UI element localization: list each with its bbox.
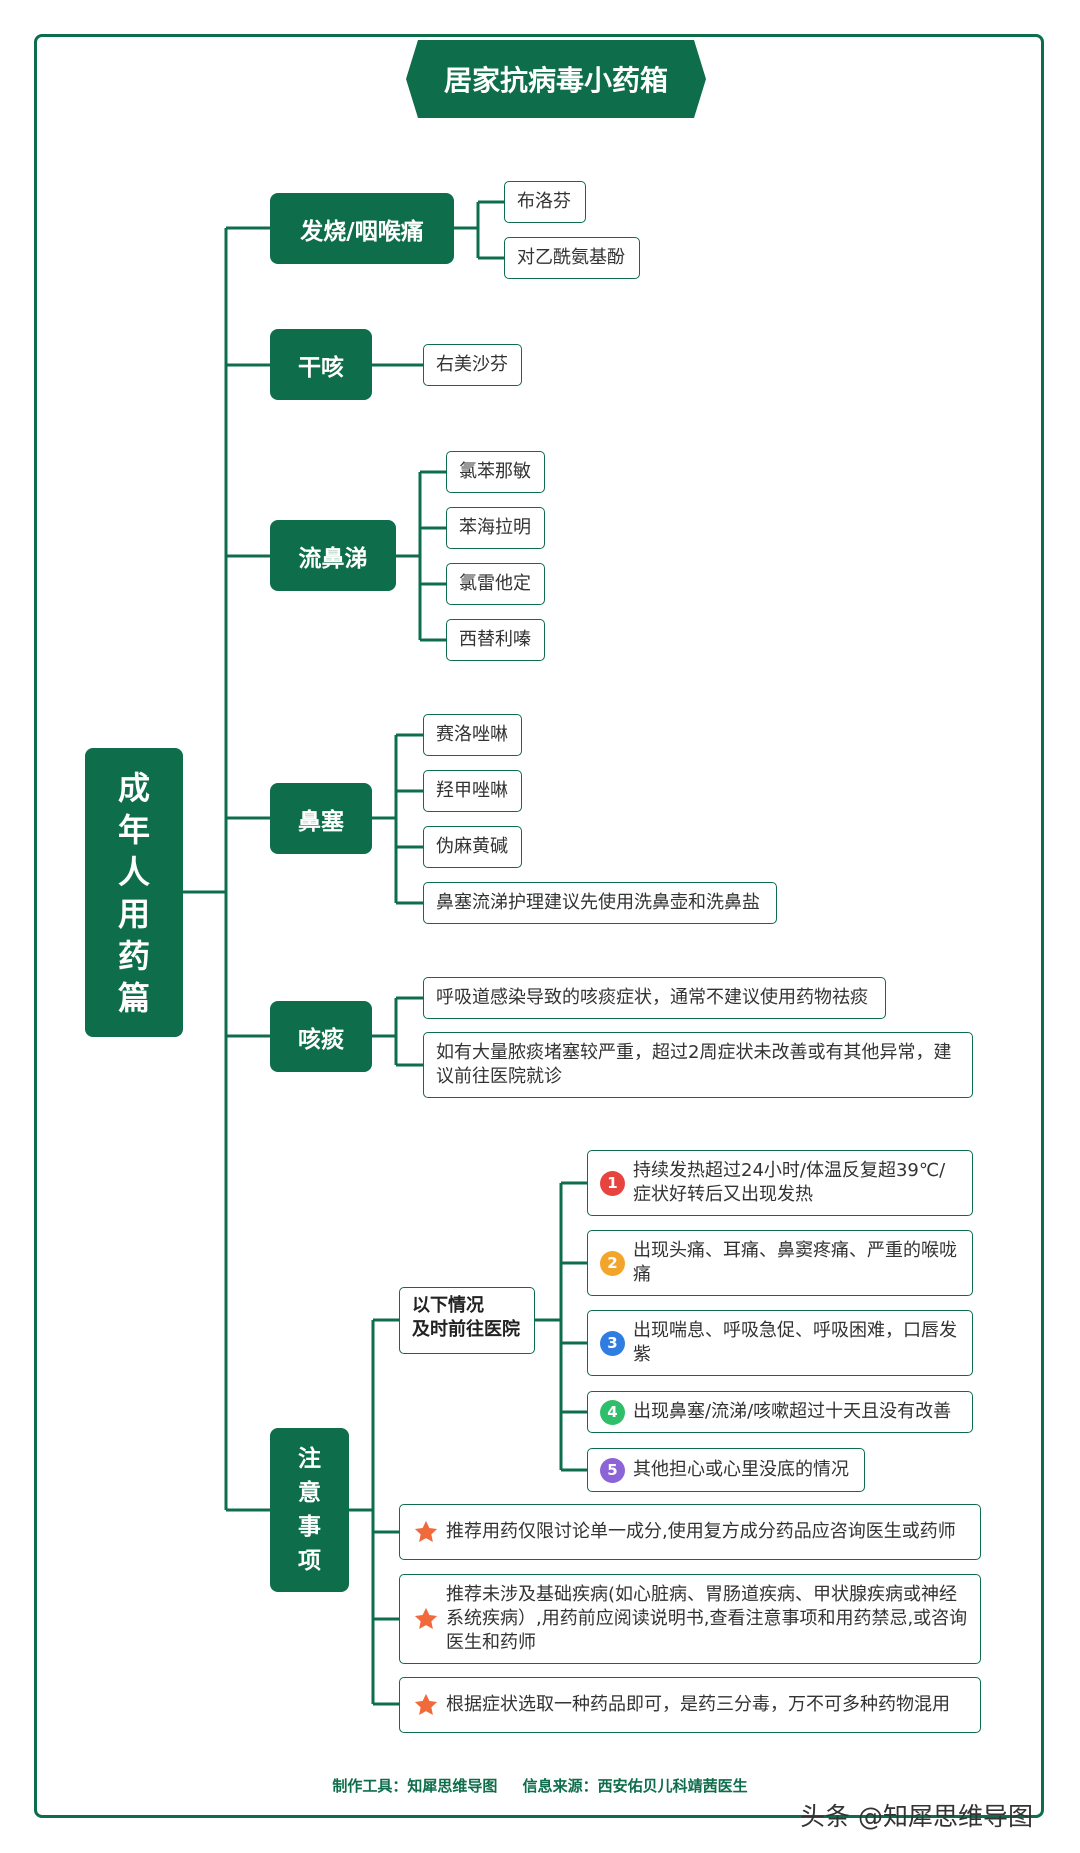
category-notes: 注意事项 (270, 1428, 349, 1592)
tip-3: 根据症状选取一种药品即可，是药三分毒，万不可多种药物混用 (399, 1677, 981, 1733)
hospital-item-1-text: 持续发热超过24小时/体温反复超39℃/症状好转后又出现发热 (633, 1160, 946, 1205)
category-phlegm: 咳痰 (270, 1001, 372, 1072)
root-label: 成年人用药篇 (117, 768, 150, 1017)
hospital-subnode-line1: 以下情况 (412, 1295, 484, 1316)
leaf-acetaminophen: 对乙酰氨基酚 (504, 237, 640, 279)
category-fever: 发烧/咽喉痛 (270, 193, 454, 264)
footer-tool: 制作工具：知犀思维导图 (332, 1777, 498, 1795)
category-nasal-congestion: 鼻塞 (270, 783, 372, 854)
page-frame (34, 34, 1044, 1818)
leaf-xylometazoline: 赛洛唑啉 (423, 714, 522, 756)
leaf-cetirizine: 西替利嗪 (446, 619, 545, 661)
category-notes-label: 注意事项 (298, 1446, 321, 1574)
hospital-item-3-text: 出现喘息、呼吸急促、呼吸困难，口唇发紫 (633, 1320, 957, 1365)
tip-2-text: 推荐未涉及基础疾病(如心脏病、胃肠道疾病、甲状腺疾病或神经系统疾病）,用药前应阅… (446, 1584, 968, 1653)
page-title: 居家抗病毒小药箱 (406, 40, 706, 118)
leaf-loratadine: 氯雷他定 (446, 563, 545, 605)
number-5-icon: 5 (600, 1457, 625, 1483)
star-icon (414, 1607, 438, 1630)
number-1-icon: 1 (600, 1170, 625, 1196)
tip-1: 推荐用药仅限讨论单一成分,使用复方成分药品应咨询医生或药师 (399, 1504, 981, 1560)
tip-2: 推荐未涉及基础疾病(如心脏病、胃肠道疾病、甲状腺疾病或神经系统疾病）,用药前应阅… (399, 1574, 981, 1664)
leaf-pseudoephedrine: 伪麻黄碱 (423, 826, 522, 868)
hospital-item-5-text: 其他担心或心里没底的情况 (633, 1459, 849, 1480)
hospital-item-2-text: 出现头痛、耳痛、鼻窦疼痛、严重的喉咙痛 (633, 1240, 957, 1285)
leaf-nasal-care-tip: 鼻塞流涕护理建议先使用洗鼻壶和洗鼻盐 (423, 882, 777, 924)
leaf-oxymetazoline: 羟甲唑啉 (423, 770, 522, 812)
star-icon (414, 1520, 438, 1543)
tip-3-text: 根据症状选取一种药品即可，是药三分毒，万不可多种药物混用 (446, 1694, 950, 1715)
footer: 制作工具：知犀思维导图 信息来源：西安佑贝儿科靖茜医生 (0, 1775, 1080, 1796)
number-4-icon: 4 (600, 1399, 625, 1425)
hospital-item-3: 3 出现喘息、呼吸急促、呼吸困难，口唇发紫 (587, 1310, 973, 1376)
category-dry-cough: 干咳 (270, 329, 372, 400)
leaf-chlorpheniramine: 氯苯那敏 (446, 451, 545, 493)
hospital-subnode-line2: 及时前往医院 (412, 1319, 520, 1340)
leaf-diphenhydramine: 苯海拉明 (446, 507, 545, 549)
number-2-icon: 2 (600, 1250, 625, 1276)
hospital-subnode: 以下情况 及时前往医院 (399, 1287, 535, 1354)
hospital-item-4-text: 出现鼻塞/流涕/咳嗽超过十天且没有改善 (633, 1401, 952, 1422)
watermark: 头条 @知犀思维导图 (800, 1802, 1033, 1831)
number-3-icon: 3 (600, 1330, 625, 1356)
leaf-dextromethorphan: 右美沙芬 (423, 344, 522, 386)
hospital-item-4: 4 出现鼻塞/流涕/咳嗽超过十天且没有改善 (587, 1391, 973, 1433)
hospital-item-5: 5 其他担心或心里没底的情况 (587, 1448, 865, 1492)
category-runny-nose: 流鼻涕 (270, 520, 396, 591)
tip-1-text: 推荐用药仅限讨论单一成分,使用复方成分药品应咨询医生或药师 (446, 1521, 956, 1542)
leaf-ibuprofen: 布洛芬 (504, 181, 586, 223)
leaf-phlegm-note: 呼吸道感染导致的咳痰症状，通常不建议使用药物祛痰 (423, 977, 886, 1019)
star-icon (414, 1693, 438, 1716)
footer-source: 信息来源：西安佑贝儿科靖茜医生 (522, 1777, 748, 1795)
leaf-phlegm-hospital: 如有大量脓痰堵塞较严重，超过2周症状未改善或有其他异常，建议前往医院就诊 (423, 1032, 973, 1098)
hospital-item-2: 2 出现头痛、耳痛、鼻窦疼痛、严重的喉咙痛 (587, 1230, 973, 1296)
hospital-item-1: 1 持续发热超过24小时/体温反复超39℃/症状好转后又出现发热 (587, 1150, 973, 1216)
root-node: 成年人用药篇 (85, 748, 183, 1037)
